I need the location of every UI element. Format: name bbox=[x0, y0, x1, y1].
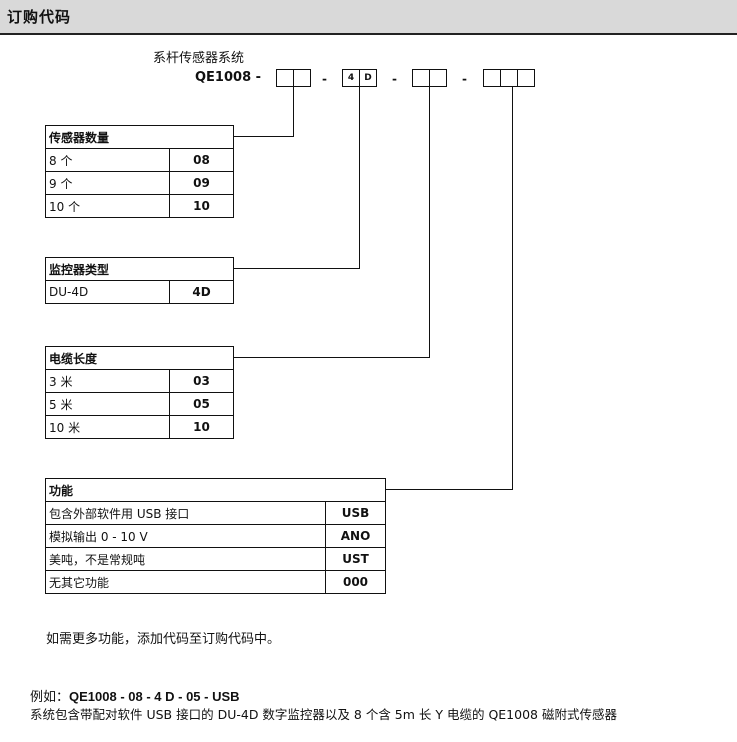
table-row: 10 个 10 bbox=[45, 194, 234, 218]
model-prefix: QE1008 - bbox=[195, 70, 262, 85]
table-row: 10 米 10 bbox=[45, 415, 234, 439]
table-header: 传感器数量 bbox=[45, 125, 234, 149]
option-label: 包含外部软件用 USB 接口 bbox=[45, 501, 326, 525]
option-label: 10 个 bbox=[45, 194, 170, 218]
table-row: 9 个 09 bbox=[45, 171, 234, 195]
example-code: QE1008 - 08 - 4 D - 05 - USB bbox=[69, 689, 240, 704]
option-label: 3 米 bbox=[45, 369, 170, 393]
connector-monitor-horizontal bbox=[233, 268, 360, 269]
connector-function-vertical bbox=[512, 87, 513, 489]
table-header: 功能 bbox=[45, 478, 386, 502]
option-code: 03 bbox=[169, 369, 234, 393]
monitor-type-table: 监控器类型 DU-4D 4D bbox=[45, 257, 234, 304]
connector-cable-horizontal bbox=[233, 357, 430, 358]
option-label: 9 个 bbox=[45, 171, 170, 195]
code-cell-function-1 bbox=[483, 69, 501, 87]
connector-monitor-vertical bbox=[359, 87, 360, 268]
section-header: 订购代码 bbox=[0, 0, 737, 35]
option-code: 10 bbox=[169, 194, 234, 218]
example-label: 例如： bbox=[30, 690, 70, 705]
code-cell-cable-2 bbox=[429, 69, 447, 87]
option-label: DU-4D bbox=[45, 280, 170, 304]
option-code: 4D bbox=[169, 280, 234, 304]
code-cell-cable-1 bbox=[412, 69, 430, 87]
option-label: 无其它功能 bbox=[45, 570, 326, 594]
code-separator: - bbox=[322, 72, 327, 86]
option-code: 08 bbox=[169, 148, 234, 172]
table-row: DU-4D 4D bbox=[45, 280, 234, 304]
example-description: 系统包含带配对软件 USB 接口的 DU-4D 数字监控器以及 8 个含 5m … bbox=[30, 707, 617, 722]
connector-sensors-horizontal bbox=[233, 136, 294, 137]
table-row: 5 米 05 bbox=[45, 392, 234, 416]
table-row: 包含外部软件用 USB 接口 USB bbox=[45, 501, 386, 525]
table-header: 电缆长度 bbox=[45, 346, 234, 370]
additional-functions-note: 如需更多功能，添加代码至订购代码中。 bbox=[46, 632, 281, 647]
page-title: 订购代码 bbox=[7, 8, 72, 26]
function-table: 功能 包含外部软件用 USB 接口 USB 模拟输出 0 - 10 V ANO … bbox=[45, 478, 386, 594]
option-label: 10 米 bbox=[45, 415, 170, 439]
cable-length-table: 电缆长度 3 米 03 5 米 05 10 米 10 bbox=[45, 346, 234, 439]
option-label: 美吨，不是常规吨 bbox=[45, 547, 326, 571]
code-cell-function-2 bbox=[500, 69, 518, 87]
connector-sensors-vertical bbox=[293, 87, 294, 136]
option-label: 5 米 bbox=[45, 392, 170, 416]
table-row: 8 个 08 bbox=[45, 148, 234, 172]
code-cell-monitor-1: 4 bbox=[342, 69, 360, 87]
example-line: 例如：QE1008 - 08 - 4 D - 05 - USB bbox=[30, 686, 240, 705]
option-code: 09 bbox=[169, 171, 234, 195]
option-label: 8 个 bbox=[45, 148, 170, 172]
option-label: 模拟输出 0 - 10 V bbox=[45, 524, 326, 548]
code-cell-monitor-2: D bbox=[359, 69, 377, 87]
table-row: 模拟输出 0 - 10 V ANO bbox=[45, 524, 386, 548]
option-code: 000 bbox=[325, 570, 386, 594]
connector-cable-vertical bbox=[429, 87, 430, 357]
option-code: USB bbox=[325, 501, 386, 525]
table-row: 美吨，不是常规吨 UST bbox=[45, 547, 386, 571]
option-code: ANO bbox=[325, 524, 386, 548]
table-row: 3 米 03 bbox=[45, 369, 234, 393]
system-title: 系杆传感器系统 bbox=[153, 51, 245, 66]
code-cell-sensors-1 bbox=[276, 69, 294, 87]
table-row: 无其它功能 000 bbox=[45, 570, 386, 594]
option-code: UST bbox=[325, 547, 386, 571]
code-cell-sensors-2 bbox=[293, 69, 311, 87]
option-code: 05 bbox=[169, 392, 234, 416]
table-header: 监控器类型 bbox=[45, 257, 234, 281]
connector-function-horizontal bbox=[385, 489, 513, 490]
option-code: 10 bbox=[169, 415, 234, 439]
code-separator: - bbox=[392, 72, 397, 86]
code-cell-function-3 bbox=[517, 69, 535, 87]
code-separator: - bbox=[462, 72, 467, 86]
sensor-count-table: 传感器数量 8 个 08 9 个 09 10 个 10 bbox=[45, 125, 234, 218]
